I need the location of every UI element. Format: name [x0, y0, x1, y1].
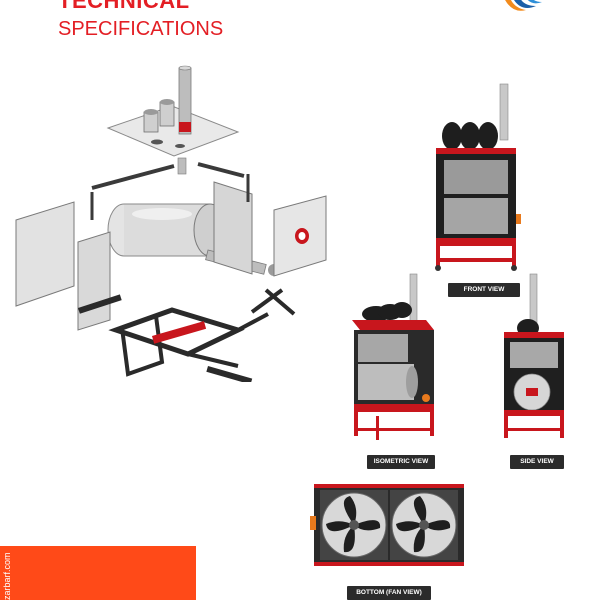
page-title: TECHNICAL — [58, 0, 190, 13]
bottom-fan-view-illustration — [310, 484, 464, 566]
exploded-assembly-illustration — [15, 65, 327, 382]
bottom-view-label: BOTTOM (FAN VIEW) — [347, 586, 431, 600]
side-view-label: SIDE VIEW — [510, 455, 564, 469]
website-url[interactable]: zarbarf.com — [2, 552, 12, 600]
isometric-view-label: ISOMETRIC VIEW — [367, 455, 435, 469]
front-view-illustration — [435, 83, 521, 271]
brand-logo — [505, 0, 542, 11]
footer-bar — [0, 546, 196, 600]
isometric-view-illustration — [352, 273, 434, 440]
front-view-label: FRONT VIEW — [448, 283, 520, 297]
side-view-illustration — [504, 273, 564, 438]
page-subtitle: SPECIFICATIONS — [58, 18, 224, 40]
